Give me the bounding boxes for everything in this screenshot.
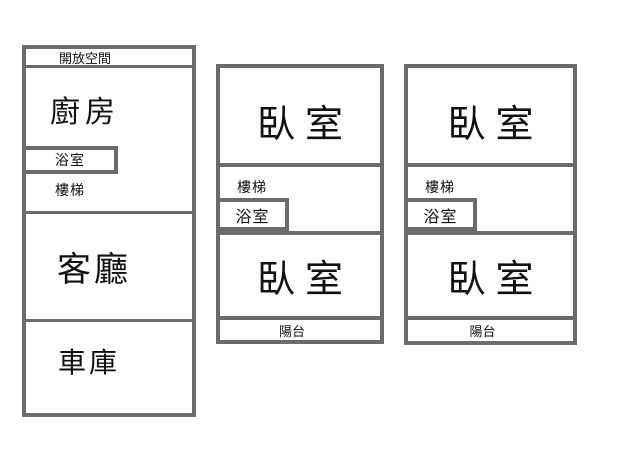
room-balcony: 陽台 <box>408 320 573 341</box>
room-label-bathroom: 浴室 <box>423 206 458 226</box>
room-bathroom: 浴室 <box>404 198 477 231</box>
room-label-stairs: 樓梯 <box>237 180 267 196</box>
room-label-stairs: 樓梯 <box>425 180 455 196</box>
floor-plan-right: 臥室 樓梯 浴室 臥室 陽台 <box>404 64 577 345</box>
wall-divider <box>26 211 192 214</box>
room-bathroom: 浴室 <box>22 146 118 174</box>
room-label-stairs: 樓梯 <box>55 183 85 199</box>
room-label-bedroom-top: 臥室 <box>256 102 353 146</box>
room-label-balcony: 陽台 <box>469 325 496 340</box>
room-bedroom-top: 臥室 <box>408 68 573 163</box>
room-label-garage: 車庫 <box>58 345 121 379</box>
room-label-living: 客廳 <box>57 250 131 290</box>
room-bathroom: 浴室 <box>216 198 289 231</box>
wall-divider <box>408 316 573 320</box>
room-open-space: 開放空間 <box>26 49 192 68</box>
wall-divider <box>26 319 192 322</box>
wall-divider <box>408 163 573 167</box>
room-bedroom-top: 臥室 <box>220 68 380 163</box>
room-label-bedroom-top: 臥室 <box>447 102 544 146</box>
room-label-balcony: 陽台 <box>278 324 305 340</box>
wall-divider <box>220 163 380 167</box>
room-stairs: 樓梯 <box>237 177 267 197</box>
room-label-bedroom-bottom: 臥室 <box>447 257 544 301</box>
wall-divider <box>216 231 384 235</box>
room-garage: 車庫 <box>26 322 192 413</box>
room-label-bedroom-bottom: 臥室 <box>256 257 353 301</box>
room-living: 客廳 <box>26 214 192 319</box>
room-label-bathroom: 浴室 <box>55 153 85 169</box>
floor-plan-middle: 臥室 樓梯 浴室 臥室 陽台 <box>216 64 384 344</box>
wall-divider <box>220 316 380 320</box>
floor-plan-ground: 開放空間 廚房 浴室 樓梯 客廳 車庫 <box>22 45 196 417</box>
room-label-kitchen: 廚房 <box>50 94 120 130</box>
room-stairs: 樓梯 <box>55 180 85 200</box>
room-balcony: 陽台 <box>220 320 380 340</box>
room-kitchen: 廚房 <box>26 71 192 146</box>
wall-divider <box>404 231 577 235</box>
room-label-bathroom: 浴室 <box>235 206 270 226</box>
room-stairs: 樓梯 <box>425 177 455 197</box>
room-bedroom-bottom: 臥室 <box>408 235 573 316</box>
room-label-open-space: 開放空間 <box>58 51 111 67</box>
room-bedroom-bottom: 臥室 <box>220 235 380 316</box>
